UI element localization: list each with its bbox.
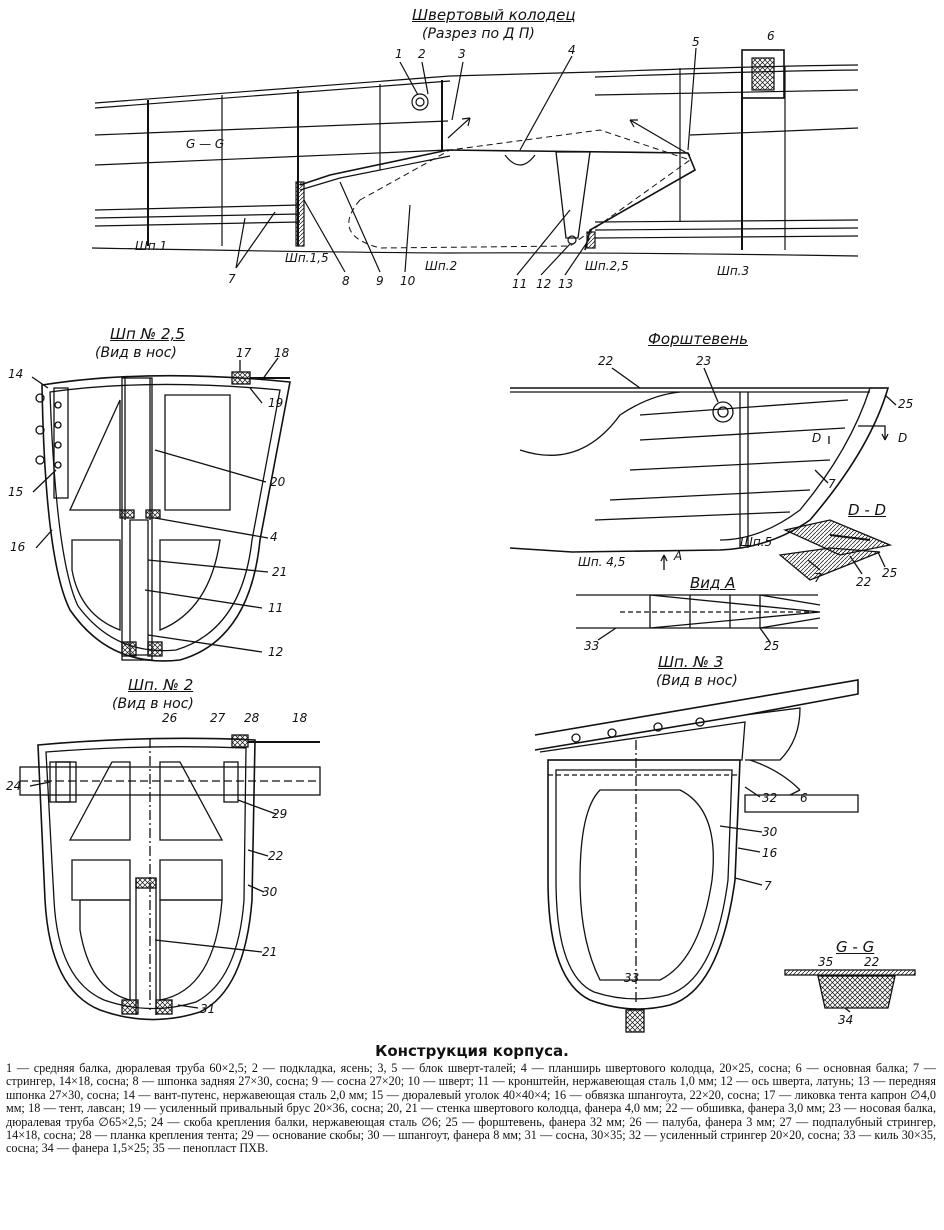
callout-23: 23 — [696, 354, 712, 368]
callout-12b: 12 — [268, 645, 284, 659]
callout-25a: 25 — [898, 397, 914, 411]
callout-25b: 25 — [882, 566, 898, 580]
callout-7c: 7 — [814, 571, 822, 585]
a-mark: A — [674, 549, 683, 563]
frame-label-2: Шп.2 — [425, 259, 458, 273]
frame-label-1-5: Шп.1,5 — [285, 251, 329, 265]
callout-25c: 25 — [764, 639, 780, 653]
callout-14: 14 — [8, 367, 24, 381]
d-mark-2: D — [898, 431, 908, 445]
main-title: Швертовый колодец — [412, 6, 576, 24]
callout-1: 1 — [395, 47, 403, 61]
sec3-subtitle: (Вид в нос) — [656, 673, 738, 689]
callout-30a: 30 — [262, 885, 278, 899]
callout-17: 17 — [236, 346, 252, 360]
callout-2: 2 — [418, 47, 426, 61]
callout-33b: 33 — [624, 971, 640, 985]
callout-10: 10 — [400, 274, 416, 288]
sec25-subtitle: (Вид в нос) — [95, 345, 177, 361]
figure-legend: 1 — средняя балка, дюралевая труба 60×2,… — [6, 1061, 936, 1156]
frame-label-2-5: Шп.2,5 — [585, 259, 629, 273]
callout-11: 11 — [512, 277, 528, 291]
callout-4b: 4 — [270, 530, 278, 544]
callout-30b: 30 — [762, 825, 778, 839]
callout-12: 12 — [536, 277, 552, 291]
sec3-title: Шп. № 3 — [658, 653, 724, 671]
stem-view — [509, 367, 897, 643]
callout-21a: 21 — [272, 565, 288, 579]
callout-31: 31 — [200, 1002, 216, 1016]
frame-3-section — [534, 679, 916, 1033]
frame-label-5: Шп.5 — [740, 535, 773, 549]
frame-label-3: Шп.3 — [717, 264, 750, 278]
callout-27: 27 — [210, 711, 226, 725]
dd-title: D - D — [848, 501, 887, 519]
frame-2-5-section — [31, 357, 291, 662]
callout-21b: 21 — [262, 945, 278, 959]
callout-22a: 22 — [598, 354, 614, 368]
callout-15: 15 — [8, 485, 24, 499]
callout-7d: 7 — [764, 879, 772, 893]
sec25-title: Шп № 2,5 — [110, 325, 185, 343]
callout-11b: 11 — [268, 601, 284, 615]
callout-6: 6 — [767, 29, 775, 43]
callout-3: 3 — [458, 47, 466, 61]
frame-label-4-5: Шп. 4,5 — [578, 555, 626, 569]
sec2-subtitle: (Вид в нос) — [112, 696, 194, 712]
callout-19: 19 — [268, 396, 284, 410]
callout-5: 5 — [692, 35, 700, 49]
callout-18b: 18 — [292, 711, 308, 725]
gg-mark: G — G — [186, 137, 225, 151]
callout-26: 26 — [162, 711, 178, 725]
callout-29: 29 — [272, 807, 288, 821]
callout-16a: 16 — [10, 540, 26, 554]
callout-22b: 22 — [856, 575, 872, 589]
callout-32: 32 — [762, 791, 778, 805]
main-subtitle: (Разрез по Д П) — [422, 26, 535, 42]
centerboard-well-section — [91, 47, 859, 276]
callout-20: 20 — [270, 475, 286, 489]
callout-16b: 16 — [762, 846, 778, 860]
stem-title: Форштевень — [648, 330, 749, 348]
frame-2-section — [19, 734, 321, 1021]
gg-title: G - G — [836, 938, 875, 956]
callout-13: 13 — [558, 277, 574, 291]
callout-22d: 22 — [864, 955, 880, 969]
callout-4: 4 — [568, 43, 576, 57]
callout-34: 34 — [838, 1013, 854, 1027]
callout-7b: 7 — [828, 477, 836, 491]
callout-33a: 33 — [584, 639, 600, 653]
callout-22c: 22 — [268, 849, 284, 863]
vid-a-title: Вид А — [690, 574, 736, 592]
d-mark-1: D — [812, 431, 822, 445]
callout-18a: 18 — [274, 346, 290, 360]
callout-8: 8 — [342, 274, 350, 288]
callout-7: 7 — [228, 272, 236, 286]
callout-28: 28 — [244, 711, 260, 725]
callout-6b: 6 — [800, 791, 808, 805]
frame-label-1: Шп.1 — [135, 239, 168, 253]
sec2-title: Шп. № 2 — [128, 676, 194, 694]
figure-caption: Конструкция корпуса. — [375, 1042, 569, 1060]
callout-9: 9 — [376, 274, 384, 288]
callout-35: 35 — [818, 955, 834, 969]
callout-24: 24 — [6, 779, 22, 793]
